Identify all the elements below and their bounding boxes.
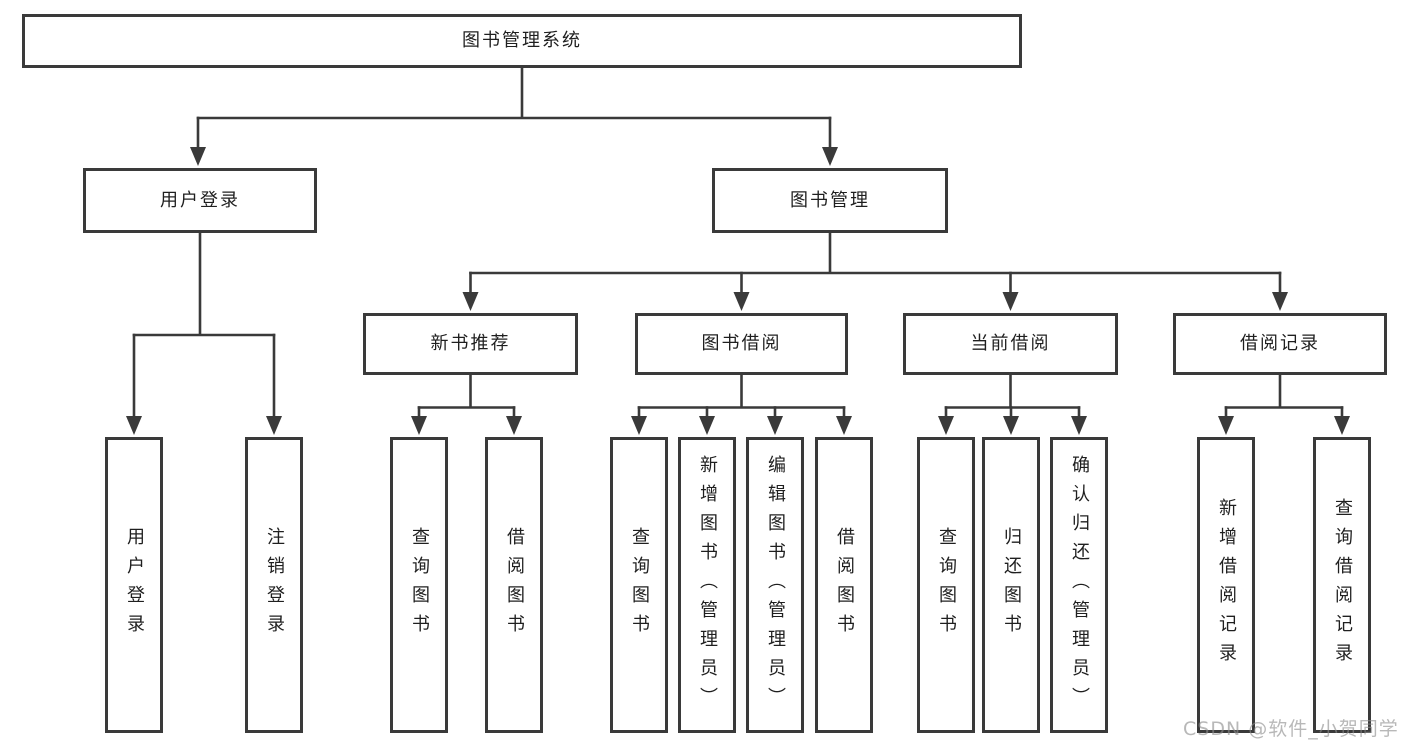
node-borrow-record: 借阅记录 <box>1173 313 1387 375</box>
leaf-borrow-books-2-label: 借阅图书 <box>834 527 855 643</box>
leaf-confirm-return-admin-label: 确认归还（管理员） <box>1069 454 1090 716</box>
leaf-borrow-books-2: 借阅图书 <box>815 437 873 733</box>
leaf-query-borrow-record: 查询借阅记录 <box>1313 437 1371 733</box>
leaf-edit-books-admin-label: 编辑图书（管理员） <box>765 454 786 716</box>
node-root-label: 图书管理系统 <box>462 30 582 51</box>
leaf-query-books-1: 查询图书 <box>390 437 448 733</box>
leaf-user-login-label: 用户登录 <box>124 527 145 643</box>
node-current-borrow-label: 当前借阅 <box>970 333 1051 354</box>
node-book-management-label: 图书管理 <box>790 189 870 211</box>
leaf-add-books-admin: 新增图书（管理员） <box>678 437 736 733</box>
node-user-login: 用户登录 <box>83 168 317 233</box>
leaf-return-books: 归还图书 <box>982 437 1040 733</box>
node-borrow-record-label: 借阅记录 <box>1240 333 1320 354</box>
leaf-query-borrow-record-label: 查询借阅记录 <box>1332 498 1353 672</box>
leaf-query-books-1-label: 查询图书 <box>409 527 430 643</box>
node-book-borrow: 图书借阅 <box>635 313 848 375</box>
leaf-borrow-books-1: 借阅图书 <box>485 437 543 733</box>
leaf-return-books-label: 归还图书 <box>1001 527 1022 643</box>
node-new-book-recommend: 新书推荐 <box>363 313 578 375</box>
leaf-query-books-3-label: 查询图书 <box>936 527 957 643</box>
leaf-logout: 注销登录 <box>245 437 303 733</box>
node-book-borrow-label: 图书借阅 <box>701 333 782 354</box>
leaf-user-login: 用户登录 <box>105 437 163 733</box>
node-new-book-recommend-label: 新书推荐 <box>430 333 511 354</box>
watermark-text: CSDN @软件_小贺同学 <box>1183 718 1399 740</box>
leaf-confirm-return-admin: 确认归还（管理员） <box>1050 437 1108 733</box>
leaf-logout-label: 注销登录 <box>264 527 285 643</box>
node-user-login-label: 用户登录 <box>160 189 240 211</box>
leaf-query-books-2: 查询图书 <box>610 437 668 733</box>
leaf-borrow-books-1-label: 借阅图书 <box>504 527 525 643</box>
leaf-query-books-2-label: 查询图书 <box>629 527 650 643</box>
node-current-borrow: 当前借阅 <box>903 313 1118 375</box>
node-book-management: 图书管理 <box>712 168 948 233</box>
leaf-query-books-3: 查询图书 <box>917 437 975 733</box>
leaf-add-borrow-record: 新增借阅记录 <box>1197 437 1255 733</box>
leaf-add-borrow-record-label: 新增借阅记录 <box>1216 498 1237 672</box>
node-root-system: 图书管理系统 <box>22 14 1022 68</box>
leaf-add-books-admin-label: 新增图书（管理员） <box>697 454 718 716</box>
leaf-edit-books-admin: 编辑图书（管理员） <box>746 437 804 733</box>
